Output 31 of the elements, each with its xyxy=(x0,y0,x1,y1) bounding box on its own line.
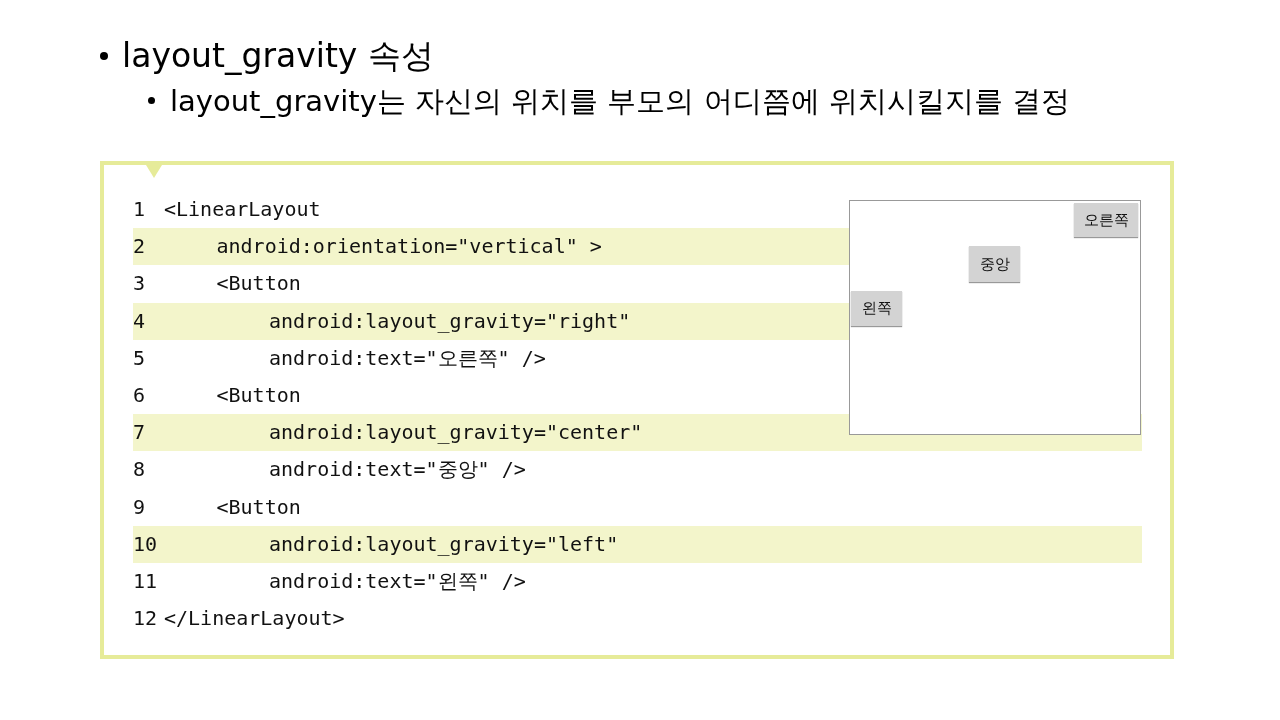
code-line: </LinearLayout> xyxy=(164,605,345,633)
line-number: 9 xyxy=(133,493,146,521)
line-number: 1 xyxy=(133,196,146,223)
code-line: android:text="오른쪽" /> xyxy=(269,344,546,372)
code-line: android:layout_gravity="center" xyxy=(269,419,643,447)
line-number: 3 xyxy=(133,270,146,298)
line-number: 7 xyxy=(133,419,146,447)
line-number: 11 xyxy=(133,568,158,595)
code-line: <Button xyxy=(216,382,301,409)
line-number: 8 xyxy=(133,456,146,484)
code-panel xyxy=(100,161,1174,659)
code-line: android:text="왼쪽" /> xyxy=(269,568,526,595)
code-line: android:layout_gravity="left" xyxy=(269,530,619,558)
code-line: <Button xyxy=(216,270,301,298)
line-number: 2 xyxy=(133,233,146,261)
line-number: 4 xyxy=(133,307,146,335)
line-number: 10 xyxy=(133,530,158,558)
line-number: 12 xyxy=(133,605,158,633)
app-button: 오른쪽 xyxy=(1074,203,1138,237)
code-line: android:orientation="vertical" > xyxy=(216,233,602,261)
app-button: 중앙 xyxy=(969,246,1020,282)
code-line: android:text="중앙" /> xyxy=(269,456,526,484)
code-line: <Button xyxy=(216,493,301,521)
sub-bullet-text: layout_gravity는 자신의 위치를 부모의 어디쯤에 위치시킬지를 결정 xyxy=(170,83,1071,120)
line-number: 6 xyxy=(133,382,146,409)
line-number: 5 xyxy=(133,344,146,372)
app-button: 왼쪽 xyxy=(851,291,902,326)
phone-screen xyxy=(849,200,1141,435)
code-line: <LinearLayout xyxy=(164,196,321,223)
code-line: android:layout_gravity="right" xyxy=(269,307,631,335)
heading: layout_gravity 속성 xyxy=(122,35,434,77)
